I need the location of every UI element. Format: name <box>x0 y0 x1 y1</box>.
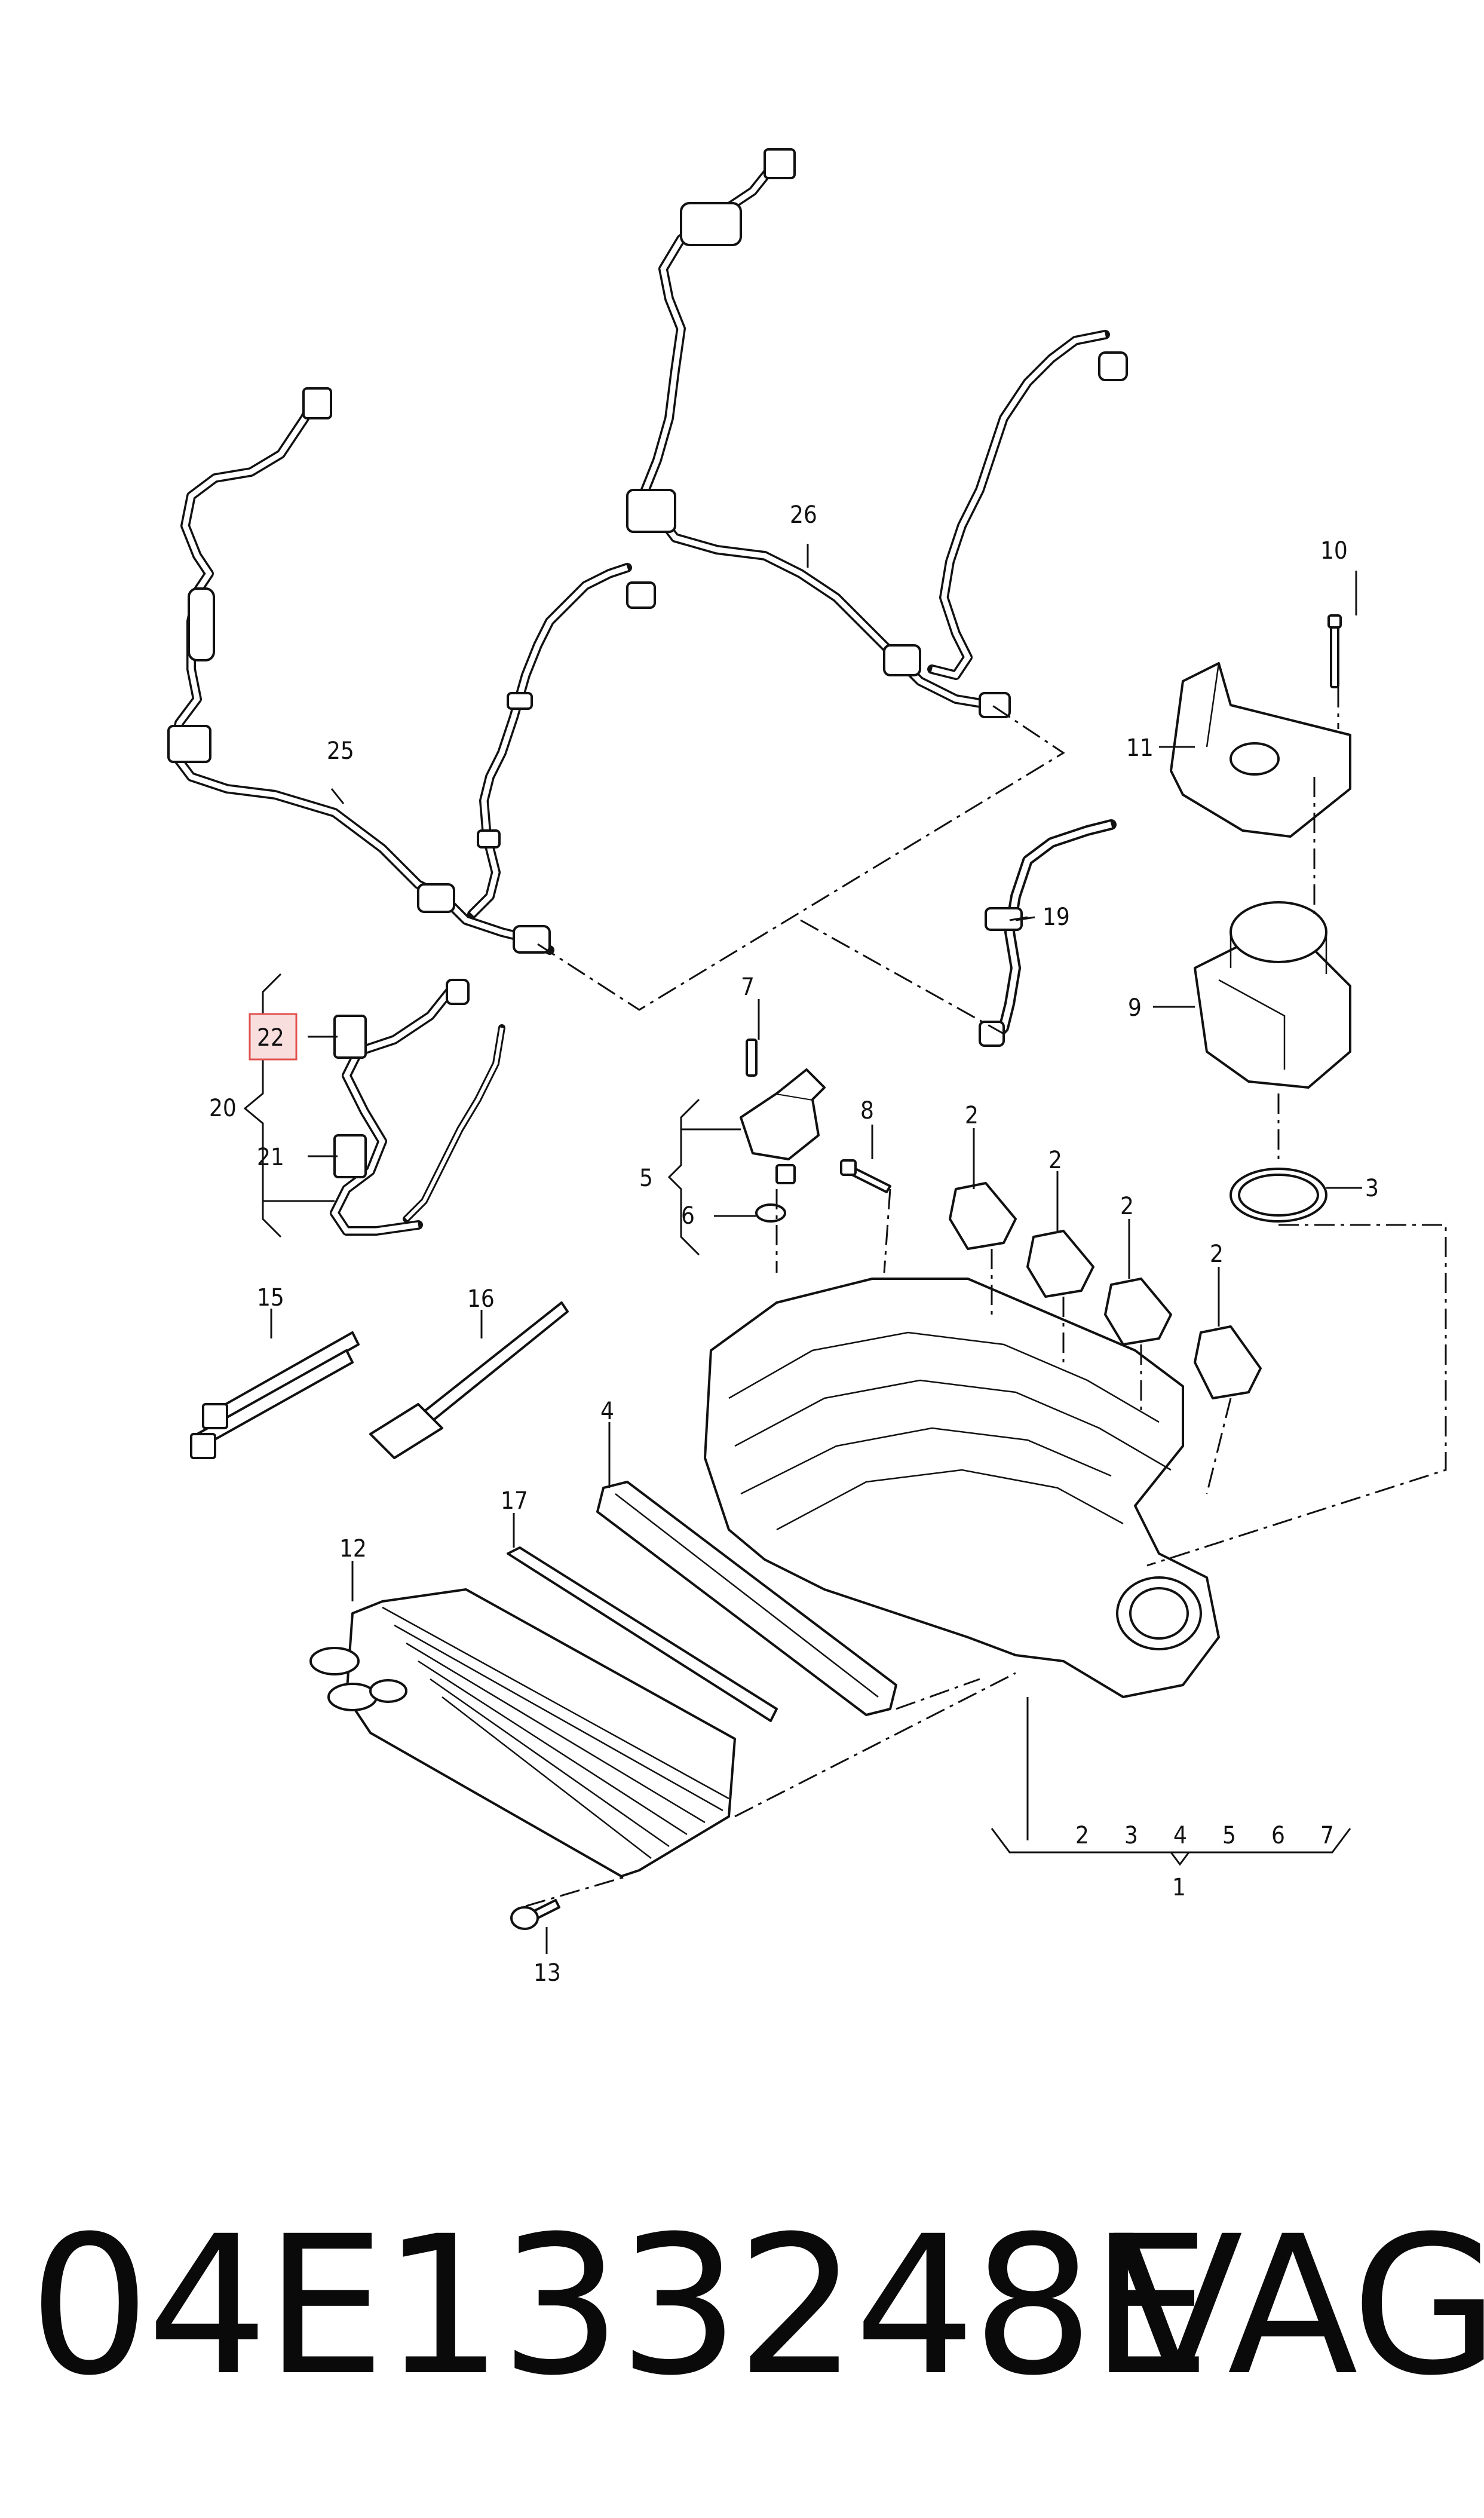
callout-2a: 2 <box>965 1102 979 1129</box>
cable-tie-15 <box>190 1331 360 1459</box>
part-number: 04E133248E <box>29 2195 1211 2418</box>
callout-4: 4 <box>600 1398 614 1425</box>
exploded-parts-diagram: 25 26 10 11 19 9 7 8 5 6 2 2 2 2 3 22 20… <box>167 148 1447 1987</box>
callout-26: 26 <box>790 501 817 529</box>
leader-lines <box>243 544 1362 1954</box>
callout-12: 12 <box>339 1535 367 1563</box>
gasket-2 <box>949 1182 1262 1399</box>
callout-13: 13 <box>533 1959 561 1987</box>
callout-5: 5 <box>639 1165 653 1192</box>
callout-6: 6 <box>681 1202 695 1230</box>
callout-15: 15 <box>257 1284 284 1312</box>
callout-9: 9 <box>1128 994 1142 1022</box>
seal-17 <box>507 1546 778 1722</box>
intake-manifold-1 <box>704 1278 1220 1698</box>
brand-name: VAG <box>1112 2195 1484 2418</box>
callout-10: 10 <box>1320 537 1348 565</box>
callout-2c: 2 <box>1120 1193 1134 1220</box>
bolt-13 <box>510 1899 560 1930</box>
o-ring-3 <box>1229 1168 1327 1223</box>
bracket-11 <box>1170 662 1351 838</box>
group-row-item: 2 <box>1075 1822 1089 1849</box>
callout-7: 7 <box>741 973 755 1001</box>
callout-22: 22 <box>257 1024 284 1052</box>
callout-2d: 2 <box>1210 1240 1224 1268</box>
assembly-lines <box>525 687 1447 1907</box>
throttle-body-9 <box>1194 901 1351 1089</box>
hose-assembly-20 <box>330 979 505 1236</box>
callout-21: 21 <box>257 1144 284 1171</box>
group-row-item: 3 <box>1124 1822 1138 1849</box>
wiring-harness-26 <box>626 148 1128 718</box>
wiring-harness-25 <box>167 387 656 955</box>
callout-2b: 2 <box>1048 1147 1062 1174</box>
group-row-item: 6 <box>1271 1822 1285 1849</box>
callout-19: 19 <box>1043 903 1070 931</box>
callout-3: 3 <box>1365 1175 1379 1202</box>
callout-11: 11 <box>1126 734 1154 762</box>
callout-20: 20 <box>209 1095 237 1122</box>
charge-air-cooler-12 <box>309 1588 736 1877</box>
callout-labels: 25 26 10 11 19 9 7 8 5 6 2 2 2 2 3 22 20… <box>209 501 1379 1987</box>
bolt-8 <box>840 1159 891 1193</box>
callout-8: 8 <box>860 1097 874 1125</box>
group-row-item: 7 <box>1320 1822 1334 1849</box>
pressure-sensor-5 <box>740 1039 826 1223</box>
callout-16: 16 <box>467 1285 495 1313</box>
gasket-4 <box>596 1481 897 1716</box>
bolt-10 <box>1327 614 1342 688</box>
callout-17: 17 <box>501 1487 528 1515</box>
callout-25: 25 <box>327 737 354 765</box>
group-row-item: 5 <box>1222 1822 1236 1849</box>
group-row-item: 4 <box>1173 1822 1187 1849</box>
vacuum-hose-19 <box>979 819 1117 1047</box>
callout-22-highlight <box>249 1013 298 1061</box>
callout-1: 1 <box>1172 1874 1186 1901</box>
cable-tie-16 <box>369 1301 569 1459</box>
